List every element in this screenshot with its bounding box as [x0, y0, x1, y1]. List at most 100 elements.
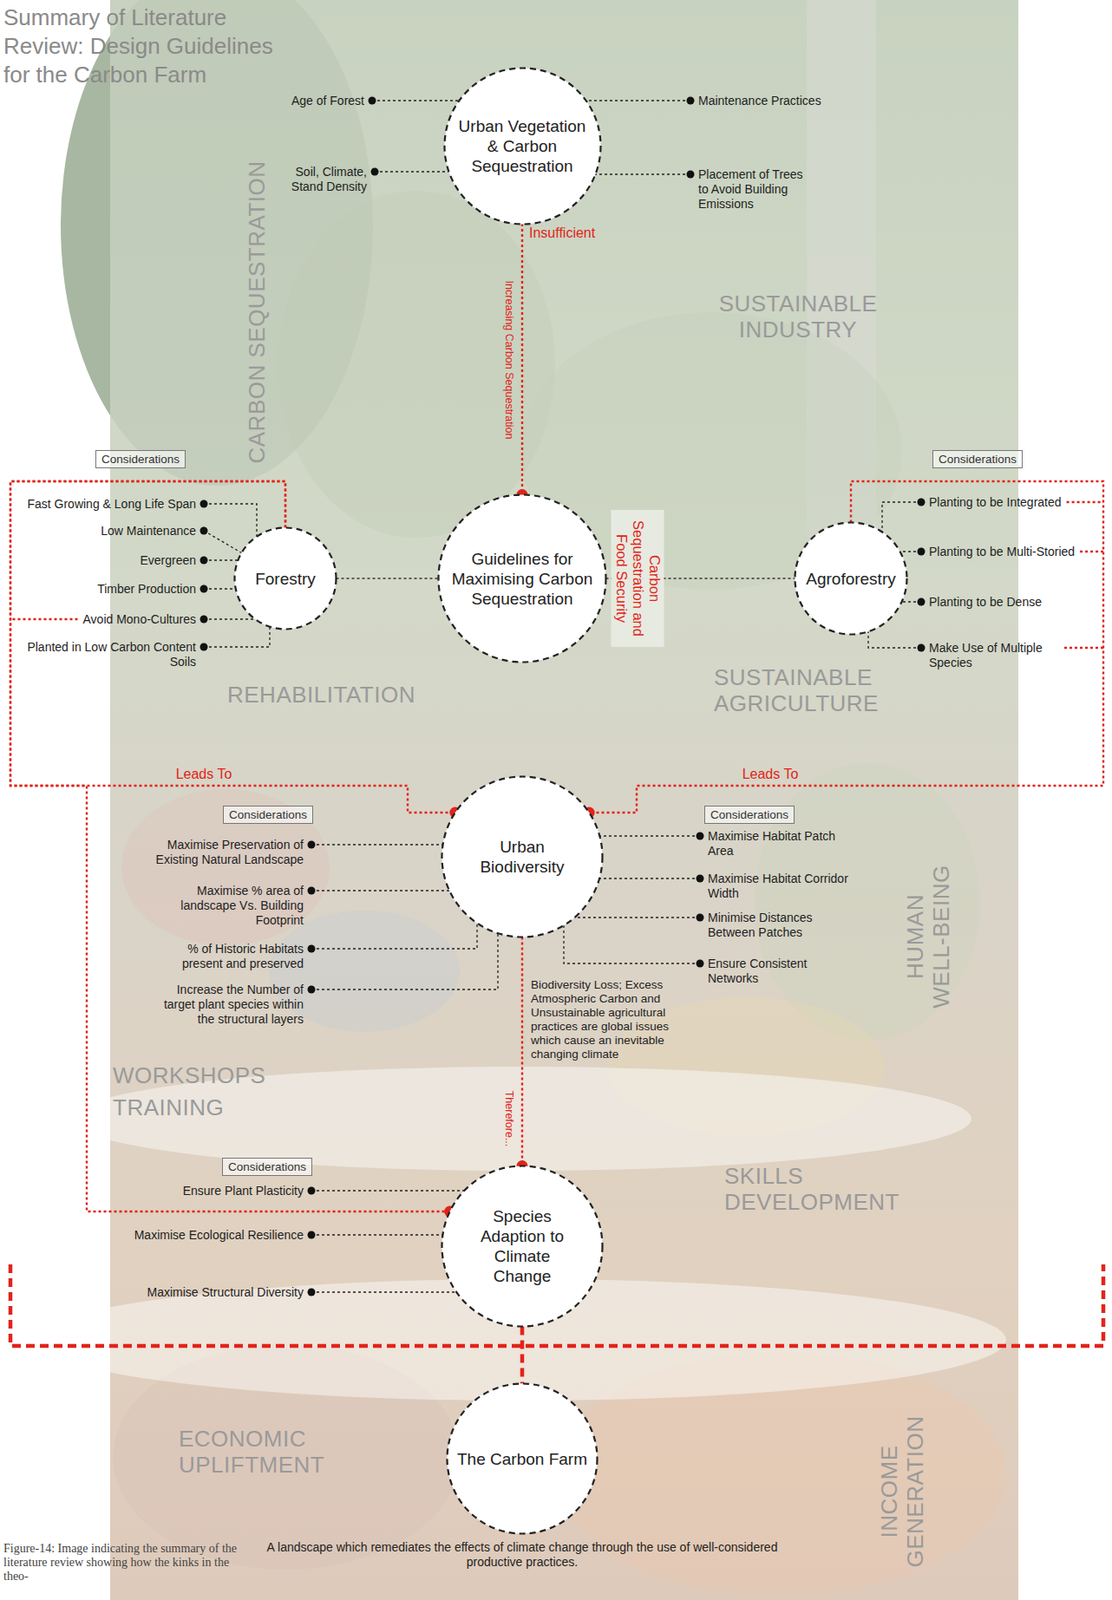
- bullet-dot: [307, 887, 316, 896]
- circle-description: A landscape which remediates the effects…: [261, 1540, 783, 1570]
- circle-node: Urban Biodiversity: [440, 775, 604, 939]
- considerations-box: Considerations: [222, 805, 314, 825]
- bullet-text: Maximise Ecological Resilience: [134, 1228, 304, 1243]
- circle-node: Agroforestry: [793, 521, 909, 636]
- leader-line: [311, 889, 450, 891]
- bullet-text: Evergreen: [139, 553, 197, 569]
- watermark-text: REHABILITATION: [227, 681, 416, 708]
- bullet-dot: [200, 556, 209, 565]
- watermark-text: SUSTAINABLE INDUSTRY: [698, 290, 898, 343]
- bullet-dot: [917, 598, 926, 607]
- connector: [588, 481, 1104, 813]
- connector: [10, 481, 451, 1212]
- watermark-text: TRAINING: [112, 1094, 224, 1121]
- connector: [521, 937, 524, 1167]
- bullet-text: Maximise Preservation of Existing Natura…: [151, 837, 304, 868]
- bullet-text: Placement of Trees to Avoid Building Emi…: [698, 167, 812, 212]
- red-link-stub: [10, 618, 79, 621]
- bullet-dot: [686, 97, 695, 105]
- bullet-text: Planting to be Dense: [928, 595, 1042, 610]
- watermark-text: WORKSHOPS: [112, 1062, 266, 1089]
- connector: [520, 1327, 525, 1385]
- bullet-text: Planted in Low Carbon Content Soils: [18, 640, 197, 670]
- circle-node: Guidelines for Maximising Carbon Sequest…: [437, 493, 608, 664]
- bullet-text: Maximise Habitat Corridor Width: [707, 871, 856, 902]
- considerations-box: Considerations: [932, 450, 1023, 469]
- note-text: Biodiversity Loss; Excess Atmospheric Ca…: [530, 978, 692, 1062]
- watermark-text: INCOME GENERATION: [876, 1405, 929, 1579]
- bullet-text: Maintenance Practices: [698, 93, 822, 109]
- leader-line: [311, 933, 498, 990]
- bullet-text: Age of Forest: [291, 93, 365, 109]
- leader-line: [868, 631, 922, 648]
- watermark-text: HUMAN WELL-BEING: [902, 858, 955, 1015]
- leader-line: [203, 627, 270, 648]
- leader-line: [563, 925, 700, 964]
- bullet-dot: [917, 498, 926, 507]
- bullet-dot: [307, 945, 316, 954]
- circle-stroke: [438, 495, 607, 663]
- leader-line: [311, 1234, 443, 1236]
- circle-outline: [440, 1164, 604, 1328]
- leader-line: [595, 173, 691, 175]
- leader-line: [311, 843, 444, 845]
- bullet-text: Planting to be Integrated: [928, 495, 1062, 511]
- watermark-text: SUSTAINABLE AGRICULTURE: [713, 664, 923, 717]
- circle-stroke: [442, 1166, 603, 1328]
- circle-node: Species Adaption to Climate Change: [440, 1164, 604, 1328]
- bullet-dot: [696, 914, 705, 923]
- red-link-stub: [1079, 550, 1104, 553]
- circle-label: Species Adaption to Climate Change: [474, 1206, 570, 1287]
- leader-line: [311, 1291, 457, 1293]
- connector-label: Therefore...: [502, 1091, 516, 1148]
- box-label: Considerations: [938, 451, 1017, 467]
- bullet-dot: [307, 1187, 316, 1196]
- circle-stroke: [795, 523, 908, 635]
- bullet-text: Low Maintenance: [100, 523, 197, 539]
- bullet-text: Maximise Structural Diversity: [147, 1285, 304, 1301]
- bullet-text: Planting to be Multi-Storied: [928, 544, 1075, 560]
- watermark-text: CARBON SEQUESTRATION: [243, 160, 270, 464]
- bullet-text: Increase the Number of target plant spec…: [151, 982, 304, 1027]
- bullet-text: Maximise % area of landscape Vs. Buildin…: [151, 883, 304, 929]
- bullet-dot: [307, 1231, 316, 1240]
- box-label: Considerations: [228, 1159, 307, 1175]
- diagram-title: Summary of Literature Review: Design Gui…: [3, 3, 299, 90]
- leader-line: [575, 916, 701, 918]
- connector-label: Leads To: [176, 765, 233, 783]
- bullet-dot: [917, 644, 926, 653]
- bullet-dot: [200, 527, 209, 536]
- circle-node: The Carbon FarmA landscape which remedia…: [445, 1382, 599, 1536]
- red-link-stub: [1066, 501, 1104, 504]
- considerations-box: Considerations: [222, 1157, 313, 1177]
- bullet-dot: [696, 960, 705, 969]
- leader-line: [374, 170, 449, 172]
- leader-line: [203, 618, 256, 620]
- circle-stroke: [442, 777, 603, 938]
- leader-line: [372, 99, 459, 101]
- watermark-text: SKILLS DEVELOPMENT: [724, 1163, 950, 1216]
- watermark-text: ECONOMIC UPLIFTMENT: [178, 1425, 405, 1479]
- leader-line: [311, 923, 478, 950]
- bullet-text: Avoid Mono-Cultures: [83, 612, 197, 628]
- connector-label: Carbon Sequestration and Food Security: [611, 510, 665, 648]
- leader-line: [203, 530, 243, 554]
- leader-line: [203, 559, 238, 561]
- bullet-dot: [917, 548, 926, 556]
- leader-line: [203, 503, 257, 537]
- box-label: Considerations: [228, 807, 308, 823]
- circle-node: Forestry: [233, 526, 338, 631]
- box-label: Considerations: [101, 451, 180, 467]
- bullet-dot: [307, 1288, 316, 1297]
- connector: [336, 577, 439, 580]
- circle-label: The Carbon Farm: [457, 1449, 588, 1470]
- bullet-text: Maximise Habitat Patch Area: [707, 829, 856, 859]
- circle-label: Urban Biodiversity: [464, 837, 582, 877]
- circle-outline: [440, 775, 604, 939]
- bullet-text: Ensure Plant Plasticity: [183, 1183, 304, 1199]
- leader-line: [599, 835, 700, 837]
- bullet-text: Soil, Climate, Stand Density: [271, 164, 367, 195]
- status-label: Insufficient: [529, 224, 596, 242]
- bullet-dot: [696, 875, 705, 884]
- bullet-dot: [371, 168, 380, 177]
